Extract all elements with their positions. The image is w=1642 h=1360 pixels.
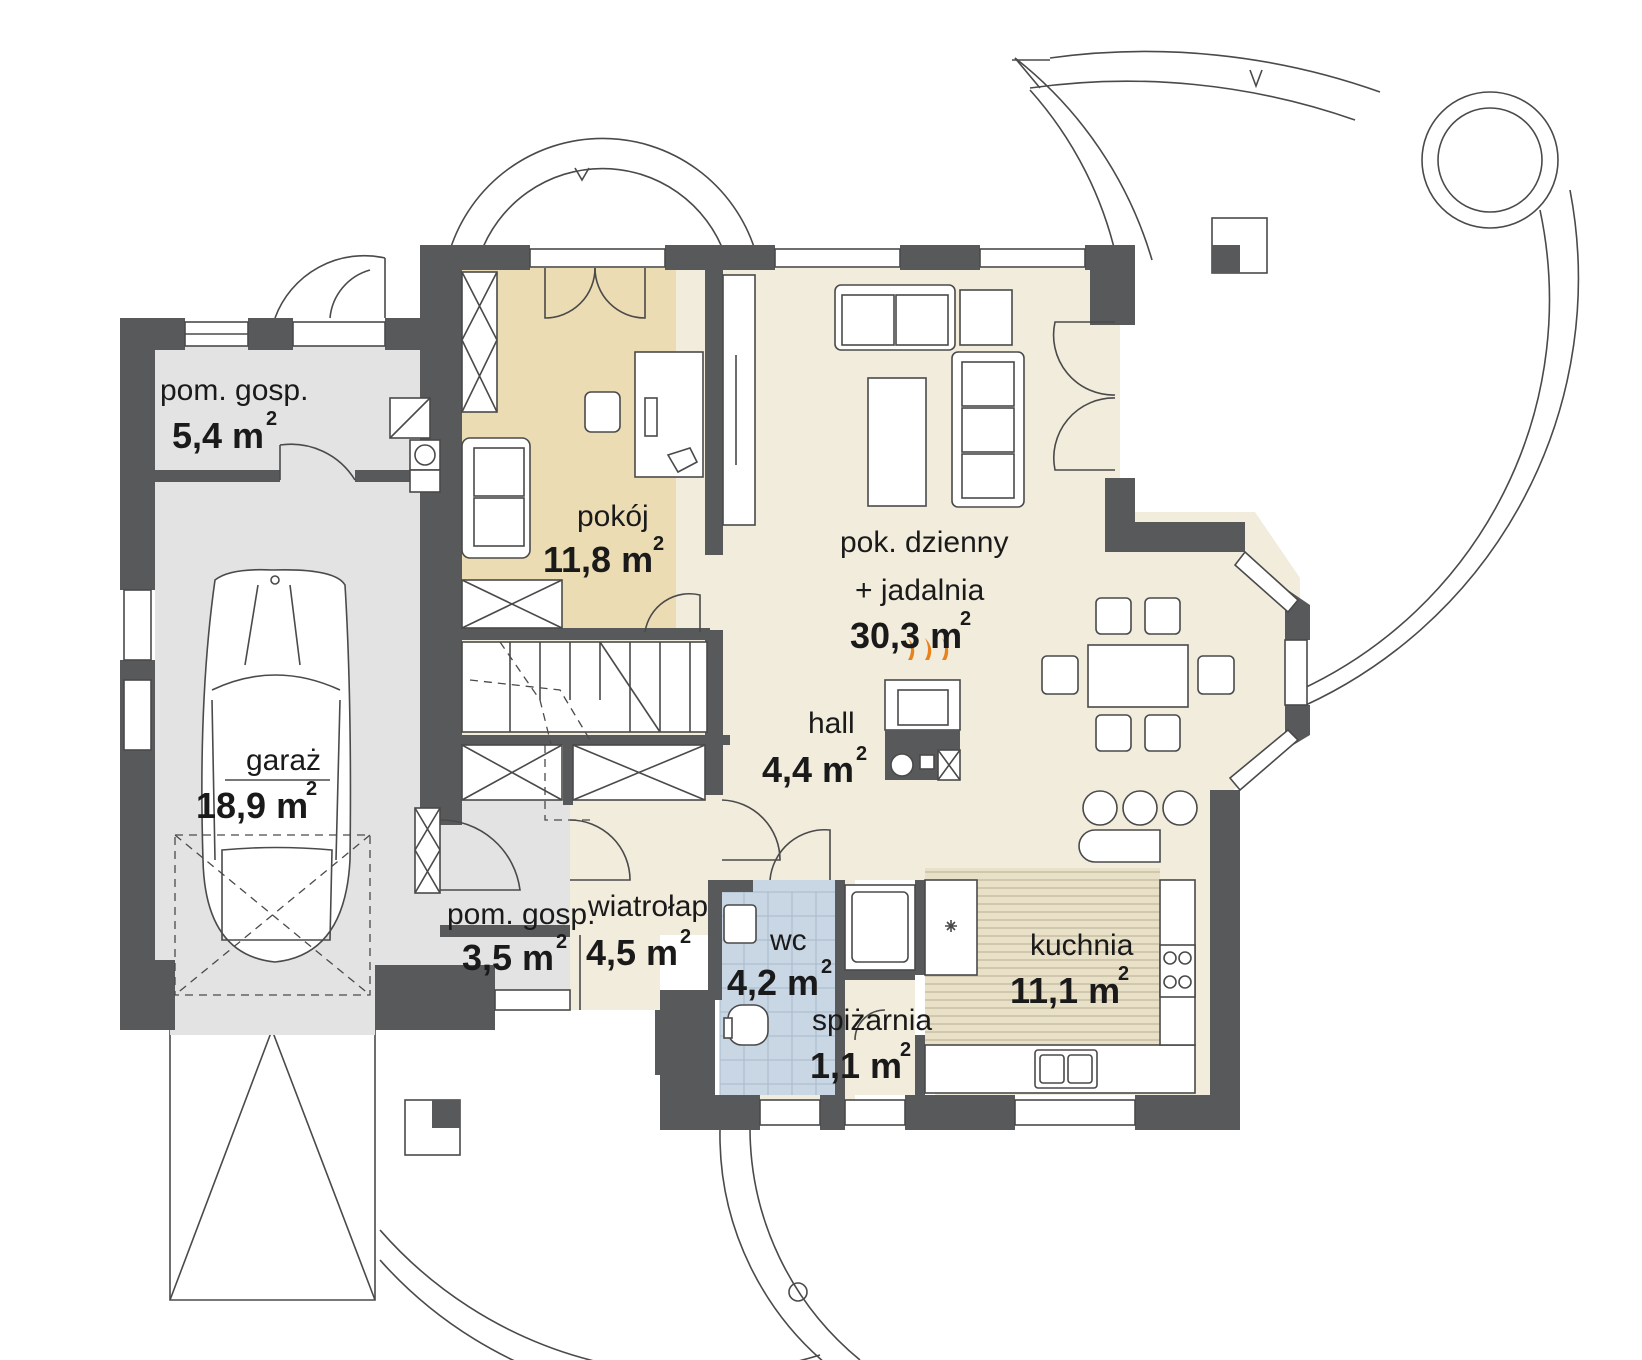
label-pom-gosp-2-name: pom. gosp. — [447, 898, 595, 931]
label-dzienny-area: 30,3 m — [850, 615, 962, 656]
label-garaz-area: 18,9 m — [196, 785, 308, 826]
label-spizarnia-name: spiżarnia — [812, 1004, 932, 1037]
label-pokoj-area: 11,8 m — [543, 539, 653, 580]
label-garaz-unit: 2 — [306, 778, 317, 800]
furniture — [389, 271, 1235, 1094]
label-kuchnia-area: 11,1 m — [1010, 970, 1120, 1011]
label-pom-gosp-1-unit: 2 — [266, 408, 277, 430]
label-hall-name: hall — [808, 707, 855, 740]
label-kuchnia-unit: 2 — [1118, 963, 1129, 985]
label-wiatrolap-unit: 2 — [680, 926, 691, 948]
label-wc-name: wc — [769, 924, 807, 957]
label-pom-gosp-1-area: 5,4 m — [172, 415, 264, 456]
label-kuchnia-name: kuchnia — [1030, 929, 1134, 962]
label-hall-area: 4,4 m — [762, 749, 854, 790]
label-pom-gosp-2-area: 3,5 m — [462, 937, 554, 978]
terrace-arcs — [169, 50, 1580, 1360]
room-labels: pom. gosp. 5,4 m 2 pokój 11,8 m 2 pok. d… — [160, 374, 1134, 1086]
label-pokoj-name: pokój — [577, 500, 649, 533]
label-spizarnia-area: 1,1 m — [810, 1045, 902, 1086]
windows — [123, 248, 1308, 1126]
doors — [279, 267, 1116, 1041]
label-dzienny-unit: 2 — [960, 608, 971, 630]
label-dzienny-name-1: pok. dzienny — [840, 526, 1008, 559]
car-symbol — [174, 568, 371, 996]
label-wiatrolap-area: 4,5 m — [586, 932, 678, 973]
label-wiatrolap-name: wiatrołap — [587, 890, 708, 923]
label-spizarnia-unit: 2 — [900, 1039, 911, 1061]
label-wc-area: 4,2 m — [727, 962, 819, 1003]
label-pom-gosp-1-name: pom. gosp. — [160, 374, 308, 407]
label-dzienny-name-2: + jadalnia — [855, 574, 985, 607]
label-garaz-name: garaż — [246, 744, 321, 777]
label-hall-unit: 2 — [856, 743, 867, 765]
label-pom-gosp-2-unit: 2 — [556, 931, 567, 953]
label-pokoj-unit: 2 — [653, 533, 664, 555]
staircase — [461, 641, 708, 821]
label-wc-unit: 2 — [821, 956, 832, 978]
